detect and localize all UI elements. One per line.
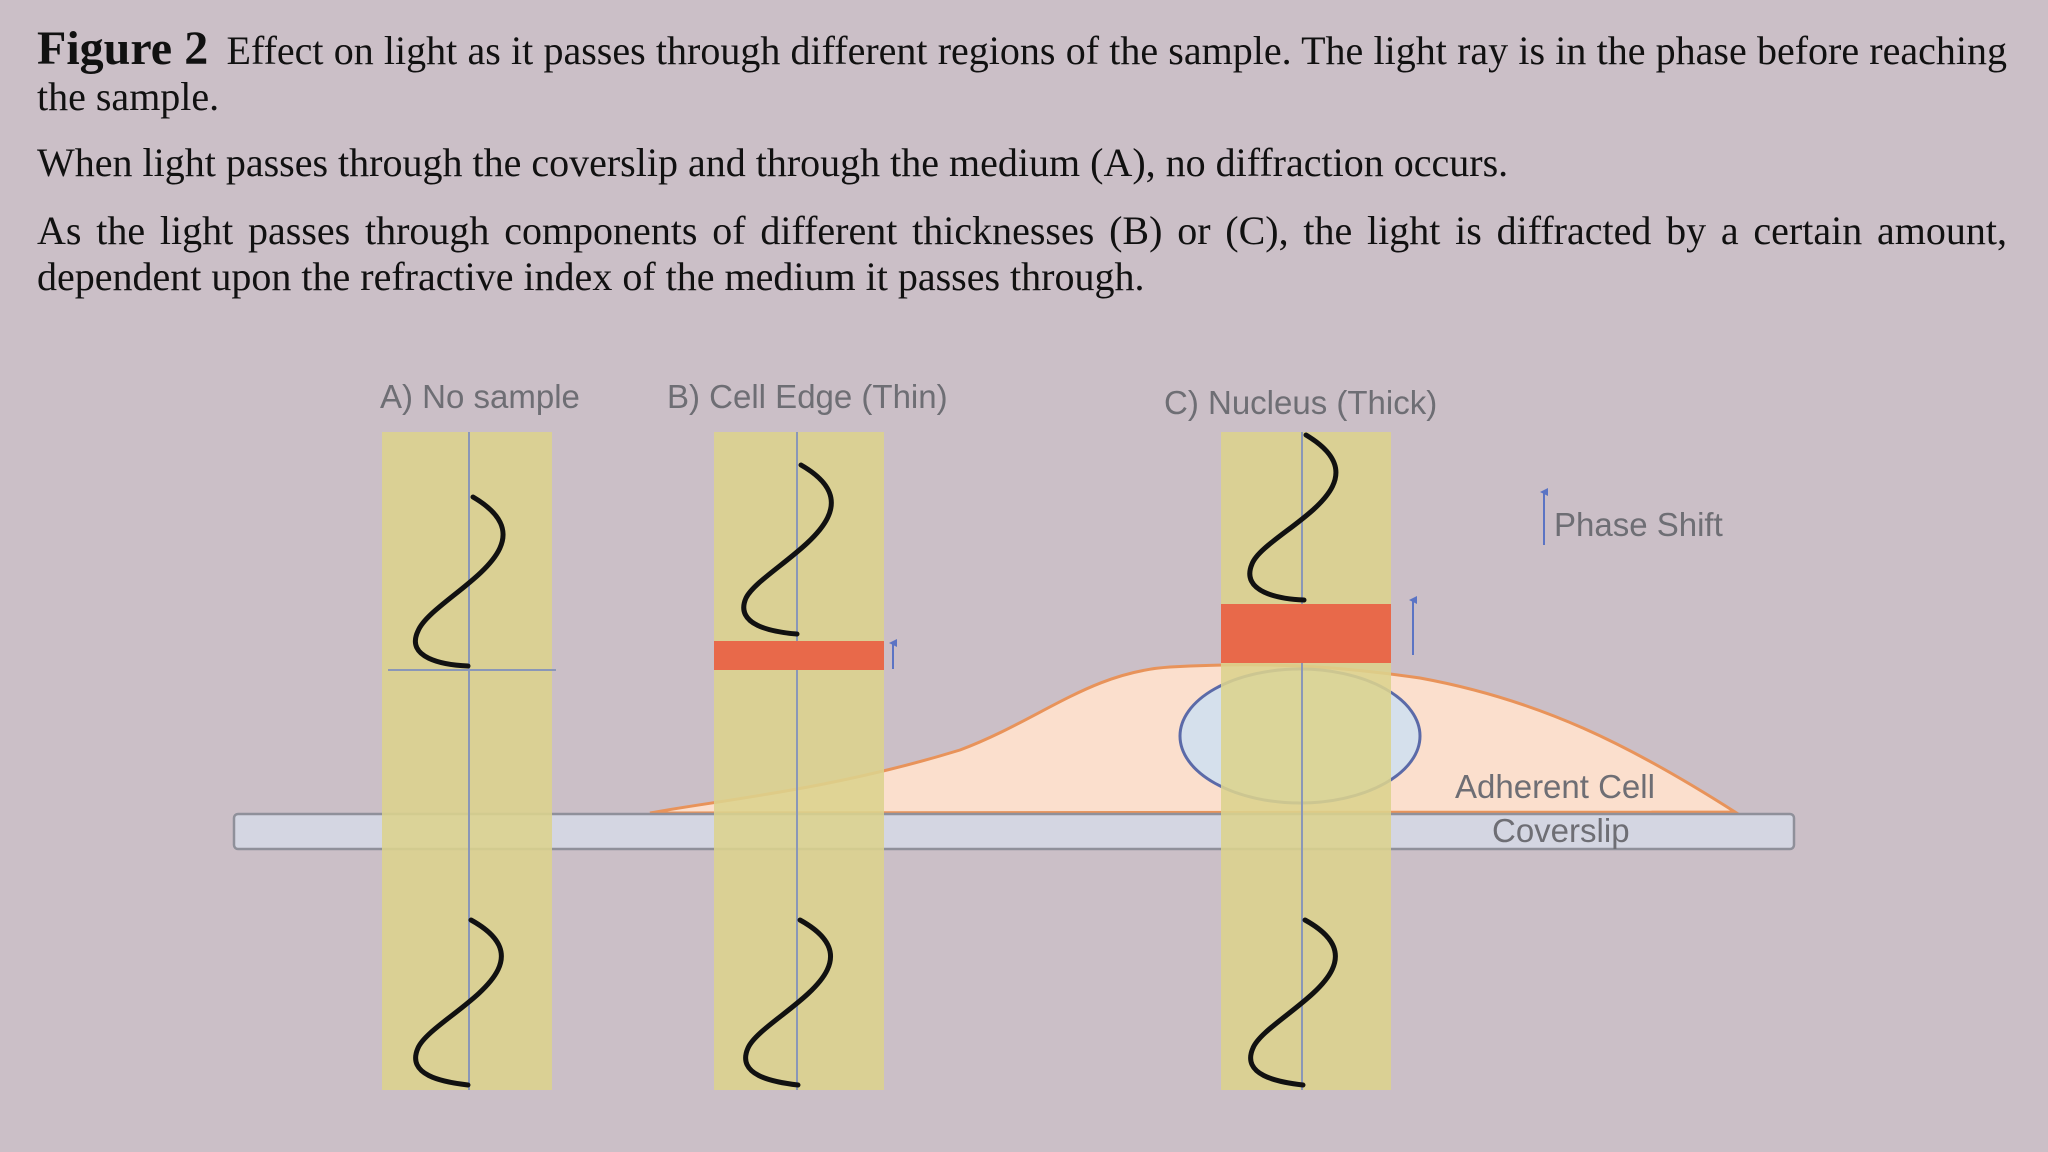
wave-after-b: [743, 917, 833, 1088]
label-coverslip: Coverslip: [1492, 812, 1630, 849]
caption-paragraph-1: Figure 2 Effect on light as it passes th…: [37, 25, 2008, 120]
wave-after-c: [1248, 917, 1338, 1088]
caption-paragraph-2: When light passes through the coverslip …: [37, 140, 1509, 185]
label-cell-edge: B) Cell Edge (Thin): [667, 378, 948, 415]
caption-paragraph-3: As the light passes through components o…: [37, 208, 2007, 299]
label-nucleus: C) Nucleus (Thick): [1164, 384, 1437, 421]
figure-caption: Figure 2 Effect on light as it passes th…: [37, 25, 2008, 300]
label-adherent-cell: Adherent Cell: [1455, 768, 1655, 805]
wave-before-b: [741, 462, 834, 637]
light-beam-b: [714, 432, 884, 1090]
legend-phase-shift: Phase Shift: [1554, 506, 1723, 543]
wave-before-a: [413, 494, 506, 669]
wave-after-a: [413, 917, 504, 1088]
light-beam-c: [1221, 432, 1391, 1090]
coverslip: [232, 812, 1796, 851]
wave-before-c: [1247, 432, 1339, 603]
figure-label: Figure 2: [37, 22, 209, 75]
light-beam-a: [382, 432, 552, 1090]
phase-block-c: [1221, 604, 1391, 663]
caption-line-1: Effect on light as it passes through dif…: [37, 28, 2008, 119]
phase-block-b: [714, 641, 884, 670]
label-no-sample: A) No sample: [380, 378, 580, 415]
